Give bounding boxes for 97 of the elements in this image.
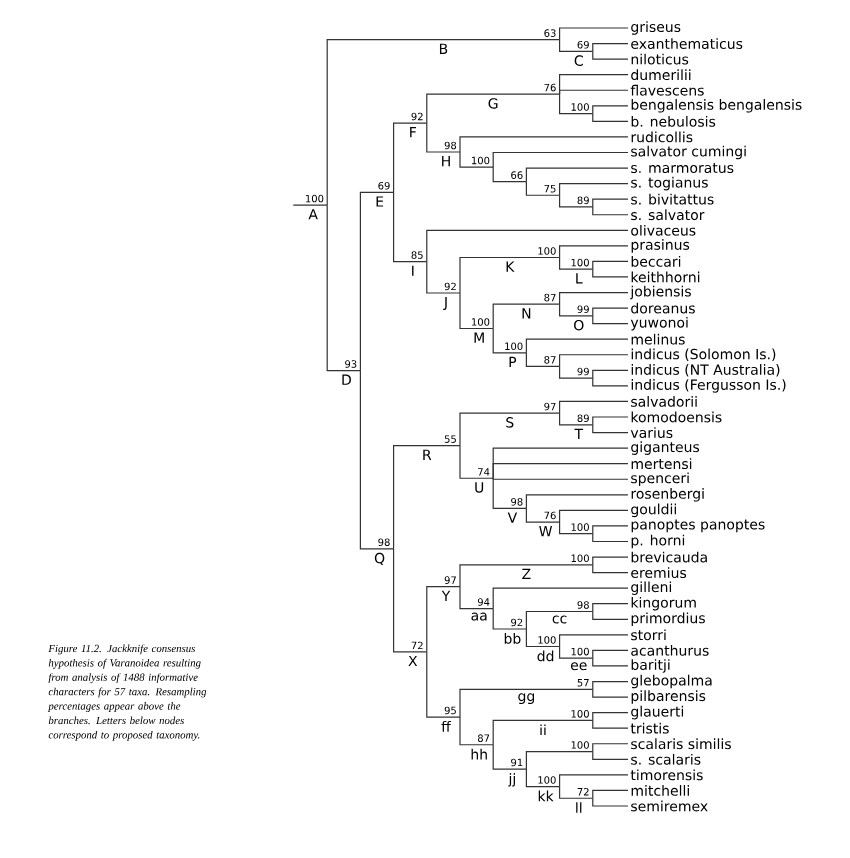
branch-line [492,327,527,354]
branch-line [492,463,629,479]
branch-line [359,191,395,372]
branch-line [492,151,629,168]
branch-line [559,645,594,659]
branch-line [459,412,561,447]
branch-line [559,74,629,95]
branch-line [559,303,594,317]
branch-line [592,105,629,115]
branch-line [492,744,527,770]
branch-line [592,680,629,690]
branch-line [525,628,561,648]
branch-line [592,657,629,667]
branch-line [326,39,561,206]
branch-line [359,369,395,550]
branch-line [559,245,629,259]
branch-line [393,122,428,193]
branch-line [459,445,494,479]
branch-line [525,181,561,196]
branch-line [426,229,629,263]
branch-line [559,412,594,426]
branch-line [592,556,629,566]
branch-line [492,477,629,480]
branch-line [459,151,494,168]
branch-line [559,194,594,208]
branch-line [459,292,494,330]
branch-line [592,369,629,379]
branch-line [492,719,594,746]
branch-line [559,256,594,270]
branch-line [559,509,629,523]
branch-line [592,416,629,426]
branch-line [492,166,527,183]
branch-line [559,89,629,95]
branch-line [426,122,461,153]
branch-line [592,260,629,270]
branch-line [559,27,629,41]
branch-line [459,586,494,610]
branch-line [459,564,594,588]
branch-line [592,377,629,387]
branch-line [592,315,629,325]
branch-line [592,50,629,60]
branch-line [592,649,629,659]
branch-line [559,183,629,196]
branch-line [525,167,629,183]
branch-line [559,365,594,379]
branch-line [592,688,629,698]
branch-line [525,352,561,368]
branch-line [592,307,629,317]
branch-line [592,719,629,729]
branch-line [592,797,629,807]
branch-line [525,494,629,510]
branch-line [559,400,629,414]
branch-line [326,204,361,372]
branch-line [559,354,629,368]
branch-line [592,743,629,753]
branch-line [525,768,561,788]
branch-line [559,39,594,52]
branch-line [559,291,629,305]
branch-line [592,712,629,721]
branch-line [559,634,629,648]
branch-line [592,198,629,208]
branch-line [559,521,594,535]
branch-line [459,716,494,746]
branch-line [426,261,461,294]
branch-line [292,204,328,206]
branch-line [459,256,561,294]
branch-line [592,564,629,574]
branch-line [592,113,629,122]
branch-line [459,688,594,718]
branch-line [426,93,561,124]
branch-line [525,338,629,354]
branch-line [559,93,594,115]
branch-line [592,43,629,52]
branch-line [492,608,527,630]
branch-line [592,424,629,434]
branch-line [393,548,428,653]
branch-line [525,750,594,770]
branch-line [592,206,629,216]
branch-line [592,789,629,799]
branch-line [559,774,629,788]
branch-line [592,750,629,760]
branch-line [592,603,629,613]
branch-line [393,445,461,550]
branch-line [492,303,561,330]
branch-line [592,525,629,535]
branch-line [492,587,629,610]
branch-line [393,191,428,263]
branch-line [426,586,461,653]
branch-line [459,136,629,153]
branch-line [592,610,629,620]
branch-line [559,785,594,799]
branch-line [525,610,594,630]
branch-line [492,477,527,510]
branch-line [525,507,561,523]
branch-line [592,268,629,278]
branch-line [426,651,461,718]
branch-line [592,533,629,543]
